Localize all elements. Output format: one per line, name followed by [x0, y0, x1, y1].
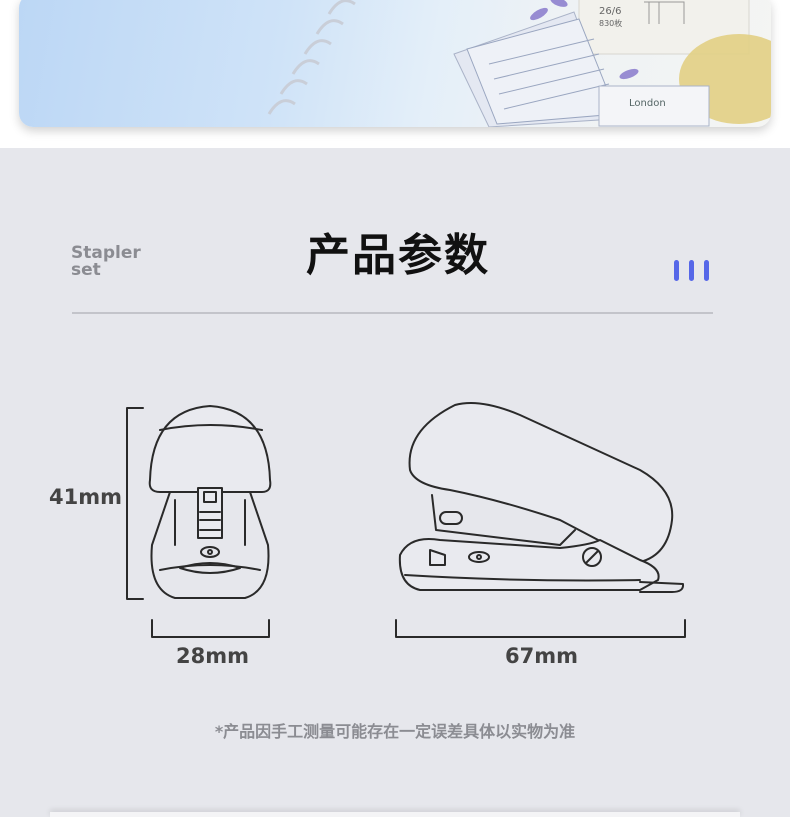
accent-bar — [674, 260, 679, 281]
length-label: 67mm — [505, 644, 578, 668]
length-bracket — [395, 619, 686, 638]
width-label: 28mm — [176, 644, 249, 668]
accent-bars — [674, 260, 719, 285]
accent-bar — [704, 260, 709, 281]
accent-bar — [689, 260, 694, 281]
page-title: 产品参数 — [306, 230, 490, 281]
brand-subtitle: Stapler set — [71, 243, 141, 280]
notebook-label: London — [629, 98, 666, 109]
hero-photo-section: 26/6 830枚 London — [0, 0, 790, 148]
width-bracket — [151, 619, 270, 638]
product-photo: 26/6 830枚 London — [19, 0, 771, 127]
height-label: 41mm — [49, 485, 122, 509]
notebook-spiral — [267, 0, 356, 115]
photo-illustration: 26/6 830枚 London — [267, 0, 771, 127]
height-bracket — [126, 407, 144, 600]
next-section-edge — [50, 812, 740, 817]
stapler-front-view — [148, 405, 272, 599]
stapler-side-view — [398, 402, 685, 593]
header-divider — [72, 312, 713, 314]
box-size-text: 26/6 — [599, 6, 621, 17]
planner-sheets: London — [453, 11, 710, 127]
box-count-text: 830枚 — [599, 18, 622, 28]
measurement-note: *产品因手工测量可能存在一定误差具体以实物为准 — [214, 722, 576, 741]
